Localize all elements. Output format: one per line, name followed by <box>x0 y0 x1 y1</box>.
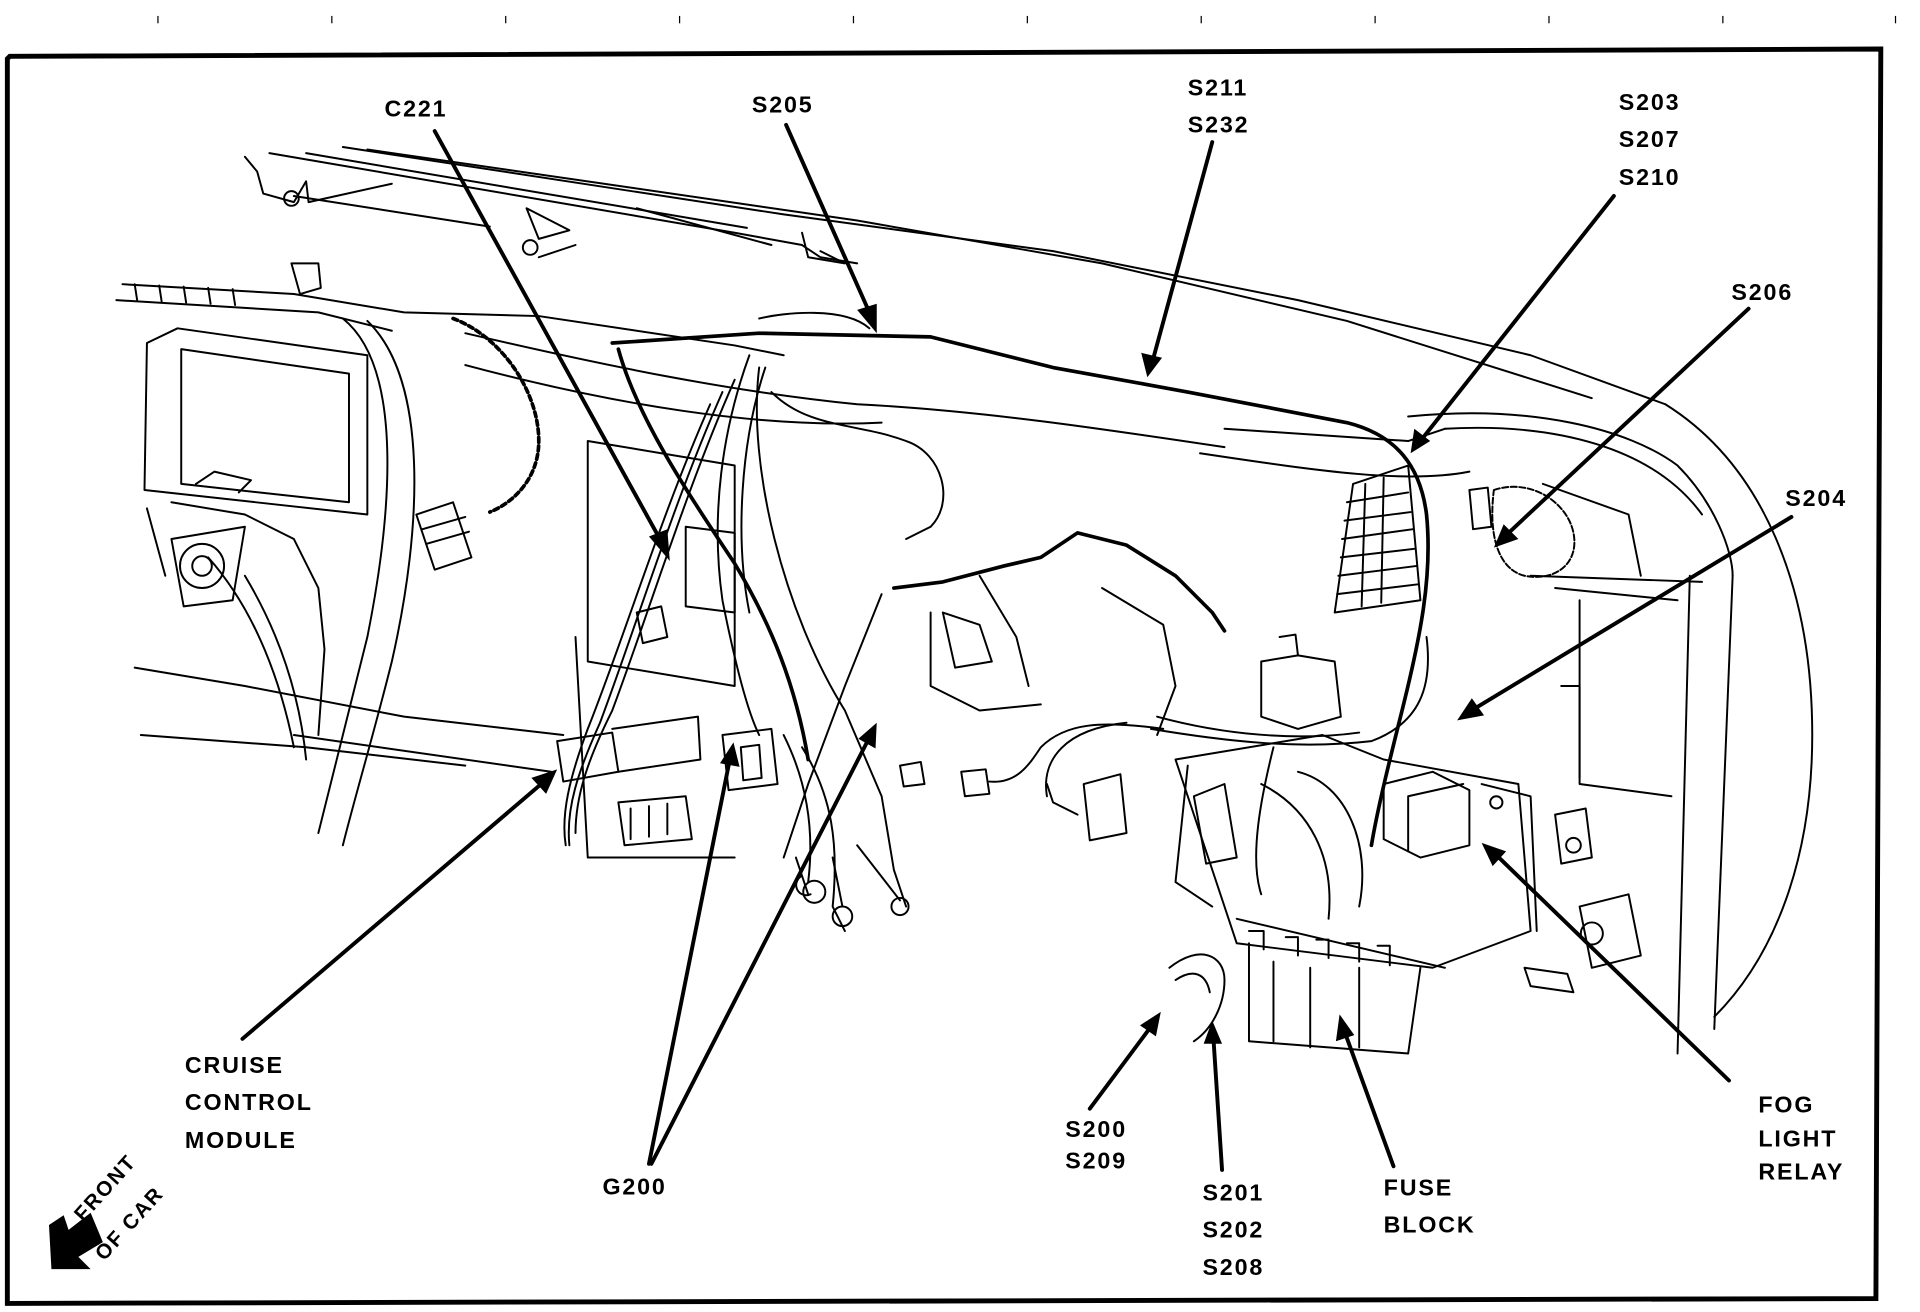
label-s209: S209 <box>1065 1148 1127 1174</box>
leader-s201-s202-s208 <box>1211 1036 1224 1172</box>
leader-fog-light-relay <box>1494 853 1731 1083</box>
arrowhead-g200-b <box>858 722 877 749</box>
leader-s211-s232 <box>1151 140 1215 360</box>
arrowhead-s203 <box>1410 428 1431 454</box>
leader-s206 <box>1506 306 1751 535</box>
arrowhead-s211 <box>1141 352 1163 378</box>
label-s202: S202 <box>1202 1216 1264 1242</box>
label-s210: S210 <box>1619 164 1681 190</box>
leader-g200-a <box>647 757 732 1166</box>
leader-c221 <box>432 129 664 544</box>
label-cruise-control-module-line1: CRUISE <box>185 1052 284 1078</box>
instrument-panel-artwork <box>115 146 1814 1055</box>
leader-s200-s209 <box>1087 1024 1153 1111</box>
label-fog-light-relay-line2: LIGHT <box>1758 1126 1837 1152</box>
label-s204: S204 <box>1785 485 1847 511</box>
label-s232: S232 <box>1188 111 1250 137</box>
arrowhead-cruise <box>531 769 558 794</box>
label-fuse-block-line2: BLOCK <box>1384 1211 1476 1237</box>
label-g200: G200 <box>602 1173 666 1199</box>
leader-s205 <box>784 122 872 315</box>
label-s211: S211 <box>1188 75 1248 101</box>
arrowhead-g200-a <box>720 742 740 767</box>
label-s207: S207 <box>1619 126 1681 152</box>
label-s208: S208 <box>1202 1254 1264 1280</box>
label-cruise-control-module-line3: MODULE <box>185 1127 297 1153</box>
leader-s204 <box>1473 514 1794 711</box>
label-s200: S200 <box>1065 1116 1127 1142</box>
figure-border <box>4 46 1884 1306</box>
label-fog-light-relay-line1: FOG <box>1758 1091 1814 1117</box>
label-s201: S201 <box>1202 1180 1264 1206</box>
leader-lines <box>240 122 1794 1172</box>
label-fuse-block-line1: FUSE <box>1384 1175 1453 1201</box>
arrowhead-s206 <box>1493 524 1519 548</box>
label-c221: C221 <box>384 95 447 121</box>
label-cruise-control-module-line2: CONTROL <box>185 1089 313 1115</box>
label-s206: S206 <box>1731 279 1793 305</box>
leader-g200-b <box>649 735 872 1166</box>
arrowhead-s204 <box>1457 698 1485 721</box>
label-s205: S205 <box>752 92 814 118</box>
arrowhead-s200 <box>1140 1011 1161 1037</box>
arrowhead-c221 <box>648 529 670 562</box>
label-s203: S203 <box>1619 89 1681 115</box>
arrowhead-fuse-block <box>1335 1014 1355 1042</box>
arrowhead-s201 <box>1203 1020 1223 1044</box>
label-fog-light-relay-line3: RELAY <box>1758 1159 1844 1185</box>
registration-ticks <box>157 15 1897 24</box>
arrow-down-left-icon <box>48 1212 103 1270</box>
leader-fuse-block <box>1342 1029 1396 1169</box>
arrowhead-s205 <box>857 303 877 334</box>
leader-cruise-control-module <box>240 782 544 1041</box>
arrowhead-fog-light-relay <box>1481 842 1507 867</box>
leader-s203-s207-s210 <box>1418 194 1616 443</box>
front-of-car-indicator: FRONT OF CAR <box>48 1150 169 1270</box>
callout-labels: C221 S205 S211 S232 S203 S207 S210 S206 … <box>185 75 1847 1281</box>
